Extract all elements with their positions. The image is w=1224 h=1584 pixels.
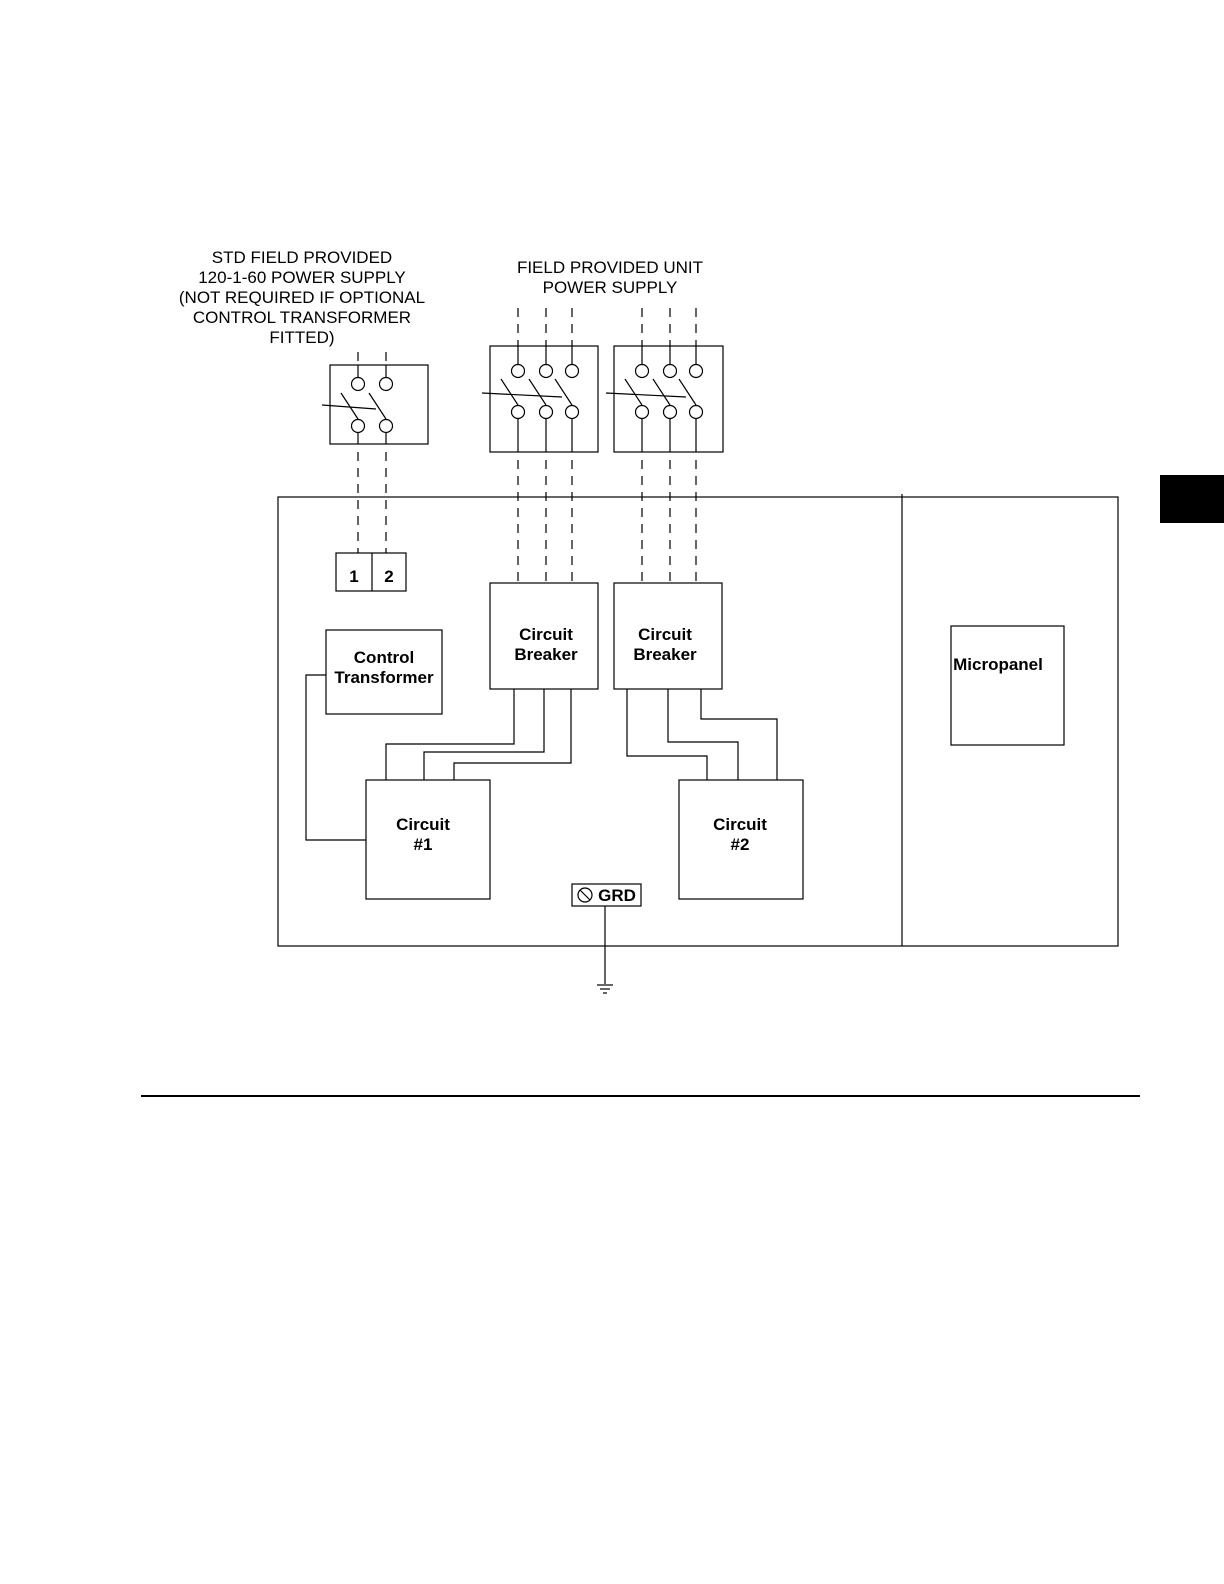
terminal-block: 1 2	[336, 553, 406, 591]
micropanel: Micropanel	[951, 626, 1064, 745]
contact-icon	[664, 365, 677, 378]
terminal-1-label: 1	[349, 567, 358, 586]
ground-label: GRD	[598, 886, 636, 905]
section-tab	[1160, 475, 1224, 523]
std-supply-line: 120-1-60 POWER SUPPLY	[198, 268, 406, 287]
contact-icon	[512, 365, 525, 378]
circuit-breaker-1-label: Breaker	[514, 645, 578, 664]
breaker-2-to-circuit-2-wiring	[627, 689, 777, 780]
unit-supply-label: FIELD PROVIDED UNIT POWER SUPPLY	[517, 258, 703, 297]
earth-ground-icon	[597, 985, 613, 993]
circuit-1-label: Circuit	[396, 815, 450, 834]
circuit-2-label: Circuit	[713, 815, 767, 834]
contact-icon	[690, 365, 703, 378]
circuit-1: Circuit #1	[366, 780, 490, 899]
contact-icon	[512, 406, 525, 419]
control-transformer: Control Transformer	[326, 630, 442, 714]
std-supply-line: (NOT REQUIRED IF OPTIONAL	[179, 288, 425, 307]
unit-disconnect-1-box	[490, 346, 598, 452]
contact-icon	[566, 365, 579, 378]
std-supply-line: FITTED)	[269, 328, 334, 347]
contact-icon	[380, 378, 393, 391]
circuit-breaker-1: Circuit Breaker	[490, 583, 598, 689]
control-disconnect-box	[330, 365, 428, 444]
ground-lug: GRD	[572, 884, 641, 993]
control-transformer-label: Transformer	[334, 668, 434, 687]
contact-icon	[540, 406, 553, 419]
terminal-2-label: 2	[384, 567, 393, 586]
circuit-breaker-1-label: Circuit	[519, 625, 573, 644]
micropanel-box	[951, 626, 1064, 745]
contact-icon	[540, 365, 553, 378]
terminal-block-box	[336, 553, 406, 591]
unit-supply-line: FIELD PROVIDED UNIT	[517, 258, 703, 277]
contact-icon	[352, 420, 365, 433]
circuit-1-label: #1	[414, 835, 433, 854]
contact-icon	[690, 406, 703, 419]
circuit-breaker-2-label: Breaker	[633, 645, 697, 664]
circuit-2: Circuit #2	[679, 780, 803, 899]
micropanel-label: Micropanel	[953, 655, 1043, 674]
unit-supply-line: POWER SUPPLY	[543, 278, 678, 297]
std-supply-line: CONTROL TRANSFORMER	[193, 308, 411, 327]
unit-disconnect-1	[482, 308, 598, 452]
contact-icon	[352, 378, 365, 391]
contact-icon	[664, 406, 677, 419]
field-wiring	[358, 452, 696, 583]
circuit-2-label: #2	[731, 835, 750, 854]
circuit-breaker-2: Circuit Breaker	[614, 583, 722, 689]
std-supply-line: STD FIELD PROVIDED	[212, 248, 392, 267]
contact-icon	[636, 365, 649, 378]
contact-icon	[566, 406, 579, 419]
control-transformer-label: Control	[354, 648, 414, 667]
contact-icon	[380, 420, 393, 433]
circuit-breaker-2-label: Circuit	[638, 625, 692, 644]
std-supply-label: STD FIELD PROVIDED 120-1-60 POWER SUPPLY…	[179, 248, 425, 347]
unit-disconnect-2	[606, 308, 723, 452]
contact-icon	[636, 406, 649, 419]
unit-disconnect-2-box	[614, 346, 723, 452]
control-disconnect	[322, 352, 428, 444]
ground-screw-icon	[578, 888, 592, 902]
